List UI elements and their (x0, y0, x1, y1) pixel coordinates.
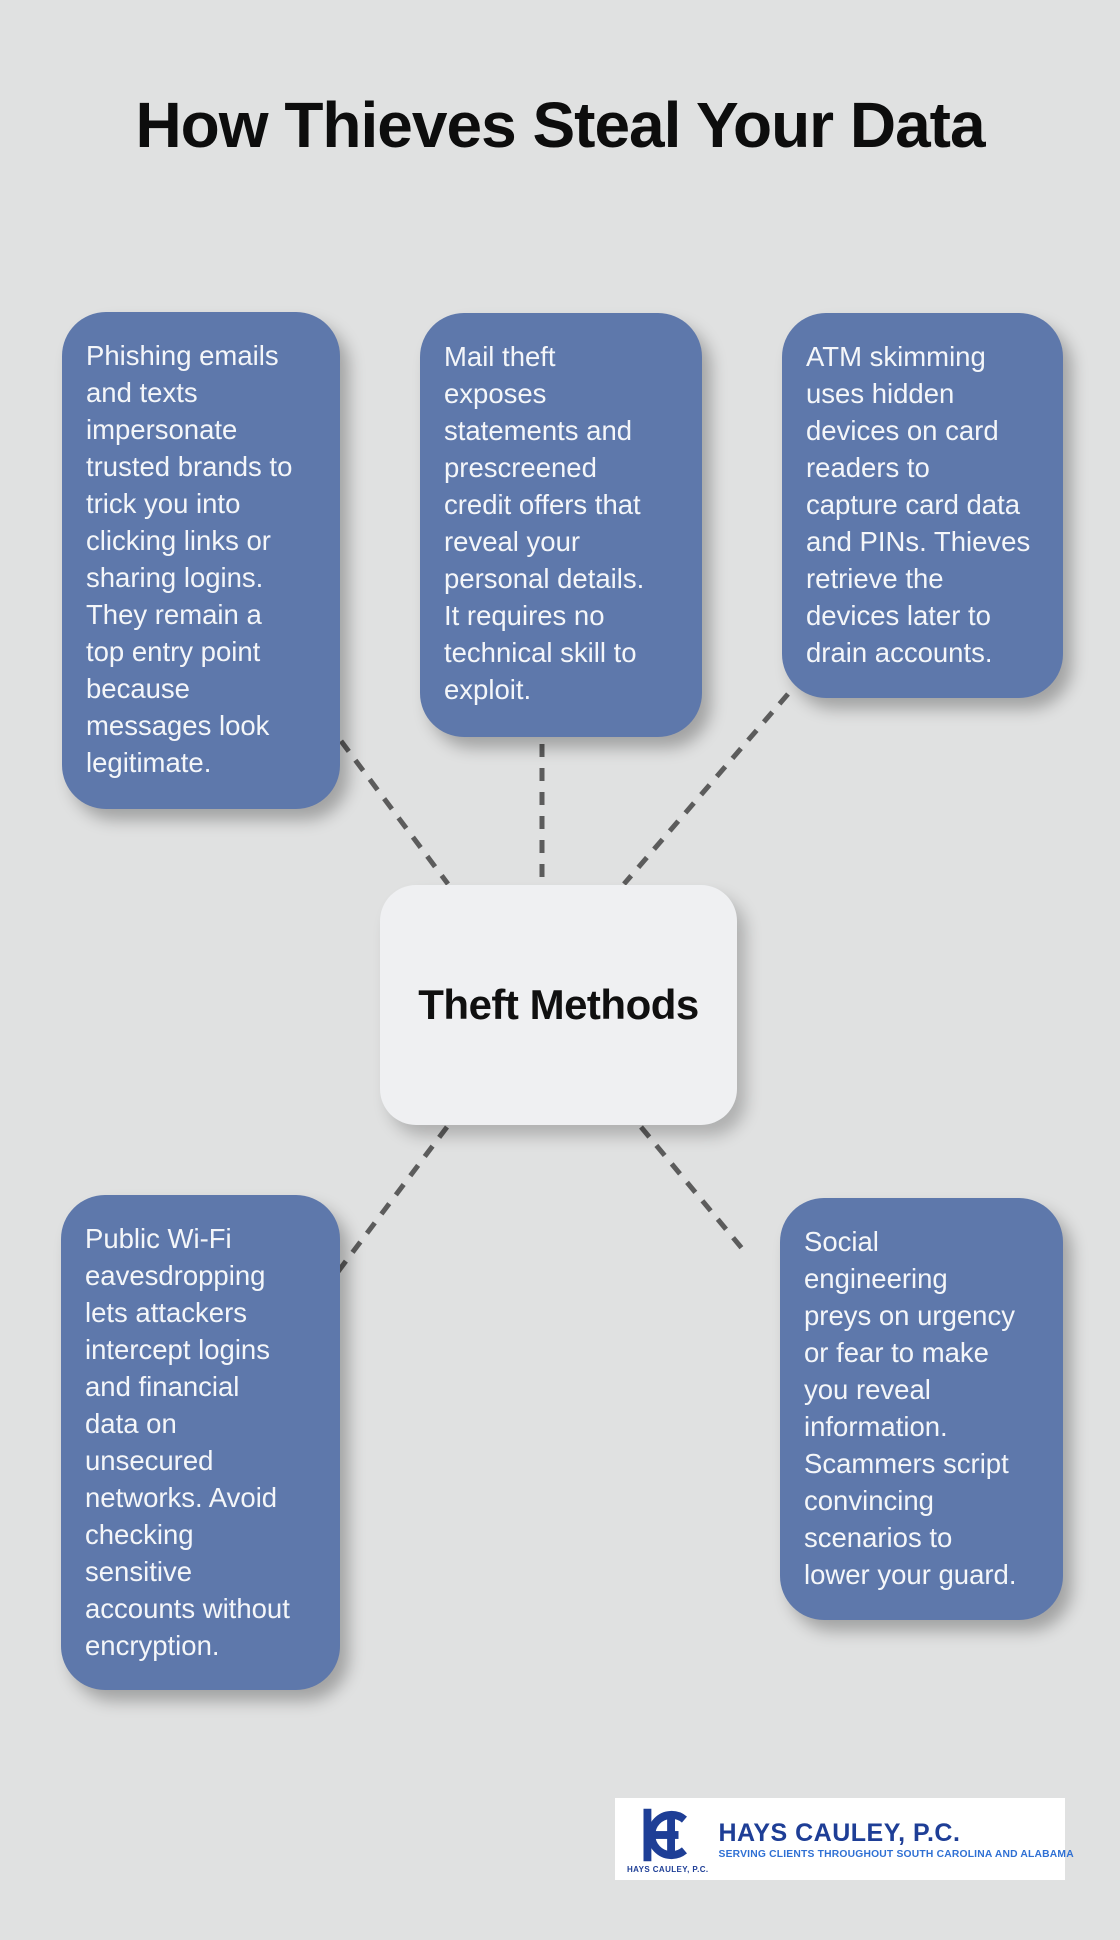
hub-theft-methods: Theft Methods (380, 885, 737, 1125)
connector-atm-to-hub (622, 692, 790, 886)
hays-cauley-monogram-icon (643, 1808, 687, 1862)
node-atm-skimming-text: ATM skimming uses hidden devices on card… (806, 341, 1031, 668)
infographic-title: How Thieves Steal Your Data (135, 89, 985, 161)
node-public-wifi: Public Wi-Fi eavesdropping lets attacker… (61, 1195, 340, 1690)
logo-monogram-column: HAYS CAULEY, P.C. (627, 1806, 709, 1874)
logo-text-column: HAYS CAULEY, P.C. SERVING CLIENTS THROUG… (718, 1818, 1074, 1861)
hub-label: Theft Methods (418, 981, 699, 1028)
connector-phishing-to-hub (338, 739, 451, 886)
connector-hub-to-social (639, 1125, 747, 1254)
logo-monogram-caption: HAYS CAULEY, P.C. (627, 1865, 709, 1874)
connector-hub-to-wifi (335, 1125, 449, 1275)
node-mail-theft: Mail theft exposes statements and prescr… (420, 313, 702, 737)
logo-tagline: SERVING CLIENTS THROUGHOUT SOUTH CAROLIN… (718, 1849, 1074, 1861)
hays-cauley-logo-block: HAYS CAULEY, P.C. HAYS CAULEY, P.C. SERV… (615, 1798, 1074, 1880)
node-phishing: Phishing emails and texts impersonate tr… (62, 312, 340, 809)
logo-firm-name: HAYS CAULEY, P.C. (718, 1818, 961, 1847)
node-social-engineering: Social engineering preys on urgency or f… (780, 1198, 1063, 1620)
node-atm-skimming: ATM skimming uses hidden devices on card… (782, 313, 1063, 698)
node-mail-theft-text: Mail theft exposes statements and prescr… (444, 341, 645, 705)
node-public-wifi-text: Public Wi-Fi eavesdropping lets attacker… (85, 1223, 290, 1661)
node-phishing-text: Phishing emails and texts impersonate tr… (86, 340, 293, 778)
node-social-engineering-text: Social engineering preys on urgency or f… (804, 1226, 1017, 1590)
